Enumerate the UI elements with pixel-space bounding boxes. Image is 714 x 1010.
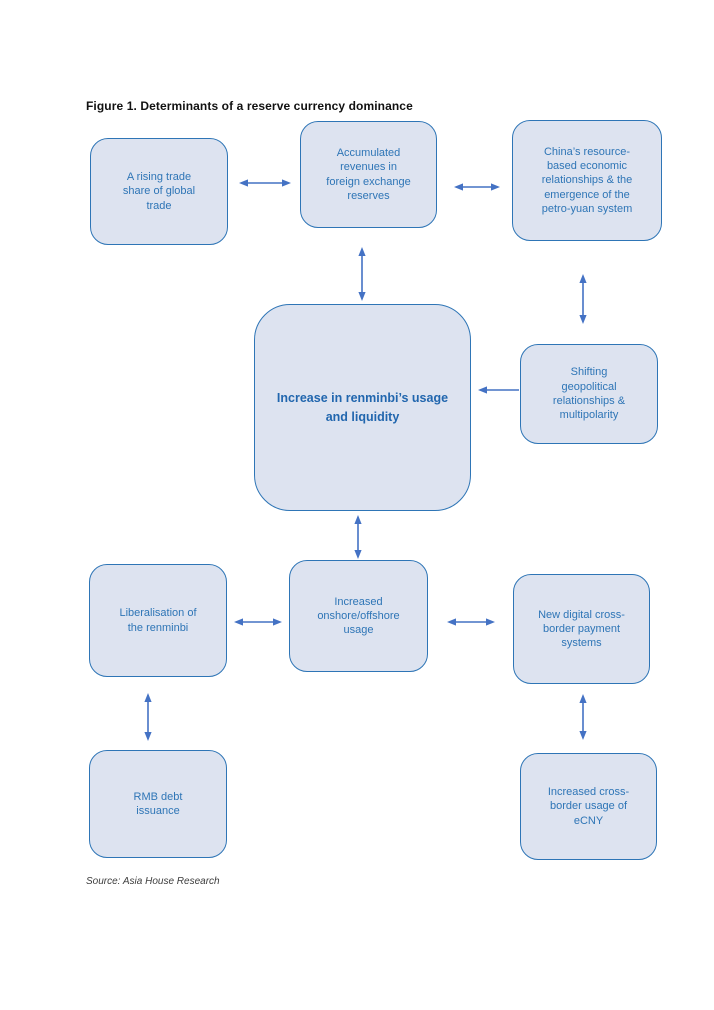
node-label: Accumulated revenues in foreign exchange…	[326, 146, 411, 202]
node-shifting-geopolitical: Shifting geopolitical relationships & mu…	[520, 344, 658, 444]
node-label: New digital cross- border payment system…	[538, 608, 625, 650]
node-label: Liberalisation of the renminbi	[119, 607, 197, 634]
double-arrow-icon	[354, 515, 362, 559]
double-arrow-icon	[454, 183, 500, 191]
double-arrow-icon	[239, 179, 291, 187]
node-label: Increased cross- border usage of eCNY	[547, 786, 630, 827]
node-rising-trade: A rising trade share of global trade	[90, 138, 228, 245]
node-label: China’s resource- based economic relatio…	[541, 145, 633, 215]
double-arrow-icon	[579, 274, 587, 324]
node-label: A rising trade share of global trade	[122, 171, 196, 212]
source-caption: Source: Asia House Research	[86, 876, 220, 887]
double-arrow-icon	[447, 618, 495, 626]
node-label: RMB debt issuance	[133, 790, 183, 817]
figure-title: Figure 1. Determinants of a reserve curr…	[86, 99, 413, 113]
node-china-resource: China’s resource- based economic relatio…	[512, 120, 662, 241]
node-accumulated-revenues: Accumulated revenues in foreign exchange…	[300, 121, 437, 228]
node-label: Increase in renminbi’s usage and liquidi…	[276, 391, 449, 424]
double-arrow-icon	[579, 694, 587, 740]
left-arrow-icon	[478, 386, 519, 394]
node-new-digital-payment: New digital cross- border payment system…	[513, 574, 650, 684]
node-renminbi-usage: Increase in renminbi’s usage and liquidi…	[254, 304, 471, 511]
node-label: Shifting geopolitical relationships & mu…	[552, 366, 626, 422]
double-arrow-icon	[144, 693, 152, 741]
node-label: Increased onshore/offshore usage	[317, 595, 400, 637]
node-liberalisation: Liberalisation of the renminbi	[89, 564, 227, 677]
node-ecny-usage: Increased cross- border usage of eCNY	[520, 753, 657, 860]
node-rmb-debt: RMB debt issuance	[89, 750, 227, 858]
node-increased-onshore-offshore: Increased onshore/offshore usage	[289, 560, 428, 672]
double-arrow-icon	[358, 247, 366, 301]
double-arrow-icon	[234, 618, 282, 626]
